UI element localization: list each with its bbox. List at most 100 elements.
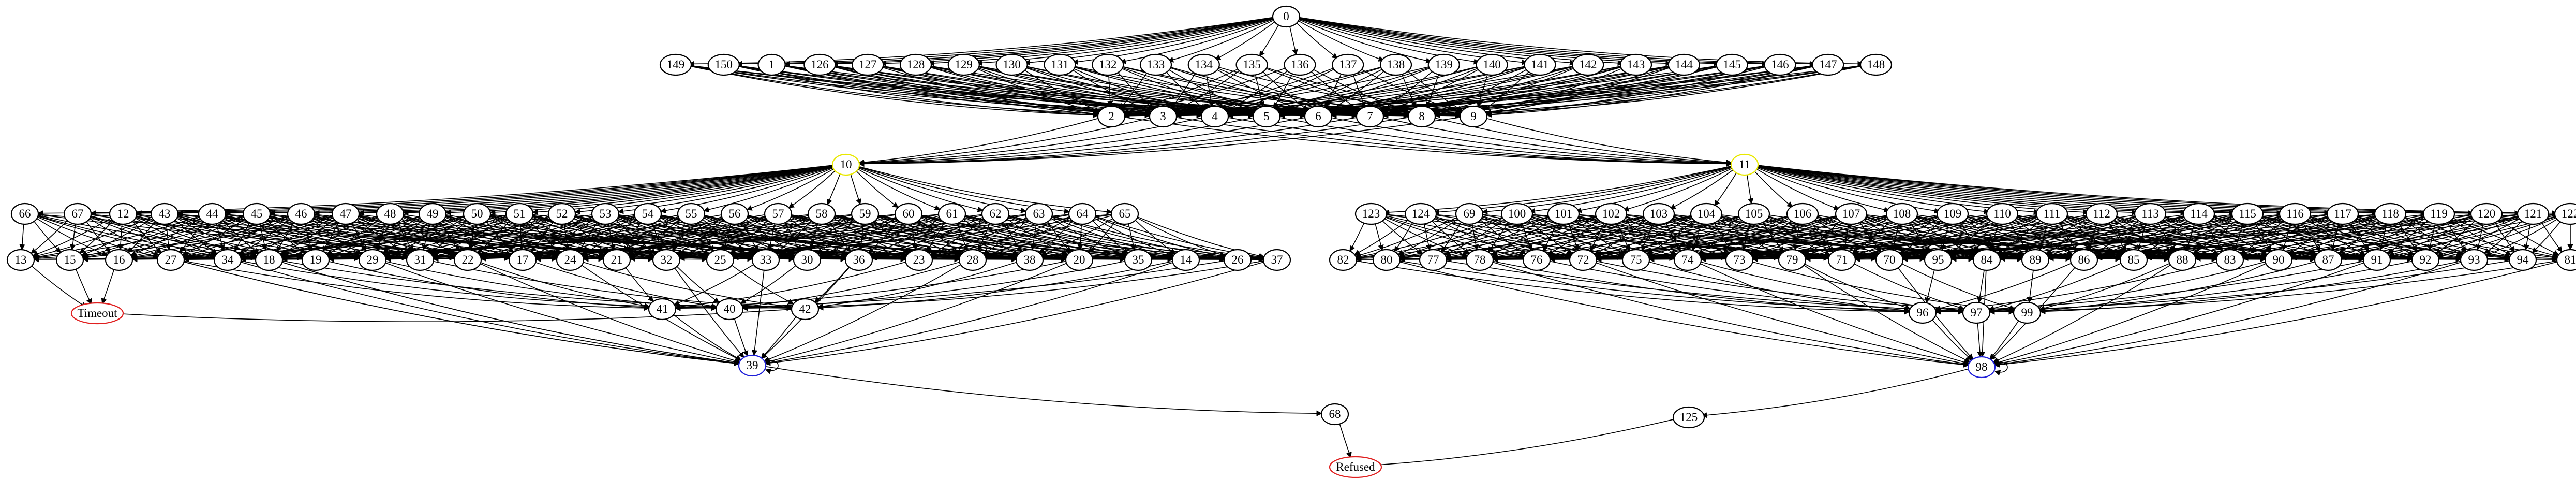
node-ellipse: [2362, 249, 2391, 271]
node-ellipse: [1875, 249, 1904, 271]
edge-4-10: [858, 117, 1202, 166]
node-label: 42: [799, 302, 811, 315]
edge-43-15: [81, 218, 153, 256]
node-label: 96: [1917, 306, 1929, 319]
edge-44-27: [179, 221, 204, 253]
node-ellipse: [1621, 249, 1650, 271]
edge-51-22: [477, 220, 510, 254]
edge-12-13: [32, 218, 112, 257]
node-ellipse: [1716, 53, 1748, 76]
node-label: 80: [1381, 253, 1393, 266]
graph-node-43: 43: [150, 202, 179, 225]
edge-116-88: [2194, 217, 2283, 257]
edge-133-2: [1119, 72, 1148, 109]
edge-101-77: [1445, 216, 1552, 258]
edge-103-74: [1665, 222, 1681, 252]
graph-node-139: 139: [1427, 53, 1460, 76]
graph-node-124: 124: [1404, 202, 1437, 225]
graph-node-128: 128: [899, 53, 932, 76]
graph-node-47: 47: [331, 202, 360, 225]
edge-109-79: [1804, 216, 1940, 259]
edge-37-39: [764, 262, 1264, 366]
node-ellipse: [331, 202, 360, 225]
edge-126-2: [832, 66, 1099, 118]
edge-48-17: [402, 216, 511, 258]
node-ellipse: [1223, 249, 1252, 271]
graph-node-27: 27: [156, 249, 185, 271]
graph-node-133: 133: [1139, 53, 1172, 76]
graph-node-146: 146: [1764, 53, 1796, 76]
edge-106-75: [1648, 216, 1790, 259]
edge-layer: [19, 17, 2573, 468]
edge-63-20: [1047, 221, 1071, 253]
node-ellipse: [1252, 105, 1281, 128]
node-label: 94: [2517, 253, 2529, 266]
graph-node-114: 114: [2182, 202, 2215, 225]
node-ellipse: [677, 202, 706, 225]
node-ellipse: [1332, 53, 1364, 76]
node-ellipse: [707, 53, 740, 76]
node-label: 99: [2021, 306, 2033, 319]
edge-74-98: [1700, 263, 1970, 365]
edge-124-82: [1353, 219, 1410, 255]
graph-node-137: 137: [1332, 53, 1364, 76]
edge-61-28: [957, 223, 969, 251]
edge-61-30: [819, 216, 940, 259]
graph-node-61: 61: [937, 202, 966, 225]
node-ellipse: [894, 202, 923, 225]
node-ellipse: [1015, 249, 1044, 271]
graph-node-78: 78: [1465, 249, 1494, 271]
graph-node-55: 55: [677, 202, 706, 225]
edge-27-41: [184, 260, 650, 311]
node-label: 65: [1119, 207, 1131, 220]
edge-18-39: [281, 262, 740, 366]
edge-44-34: [216, 223, 225, 251]
graph-node-101: 101: [1547, 202, 1580, 225]
node-label: 49: [427, 207, 439, 220]
edge-0-135: [1259, 24, 1279, 57]
node-ellipse: [831, 153, 860, 176]
graph-node-74: 74: [1673, 249, 1702, 271]
graph-node-52: 52: [547, 202, 576, 225]
node-label: 15: [64, 253, 76, 266]
node-ellipse: [751, 249, 780, 271]
graph-node-69: 69: [1455, 202, 1484, 225]
graph-node-117: 117: [2326, 202, 2359, 225]
node-label: 89: [2030, 253, 2042, 266]
edge-76-97: [1550, 260, 1964, 314]
node-ellipse: [904, 249, 933, 271]
node-label: 129: [955, 58, 973, 71]
node-ellipse: [2069, 249, 2098, 271]
edge-90-98: [1993, 263, 2267, 365]
graph-node-88: 88: [2168, 249, 2197, 271]
edge-57-32: [678, 217, 766, 257]
edge-10-59: [850, 174, 861, 205]
node-label: 79: [1786, 253, 1798, 266]
edge-113-86: [2094, 219, 2140, 255]
node-label: 45: [251, 207, 263, 220]
edge-106-72: [1595, 215, 1790, 260]
node-ellipse: [1924, 249, 1953, 271]
node-label: 100: [1508, 207, 1526, 220]
node-label: 74: [1682, 253, 1694, 266]
node-ellipse: [301, 249, 330, 271]
node-ellipse: [706, 249, 735, 271]
node-label: 117: [2334, 207, 2351, 220]
graph-node-119: 119: [2422, 202, 2455, 225]
graph-node-135: 135: [1235, 53, 1268, 76]
edge-104-76: [1548, 216, 1694, 259]
edge-97-98: [1977, 323, 1983, 358]
node-ellipse: [602, 249, 631, 271]
node-ellipse: [70, 302, 124, 325]
edge-56-23: [747, 216, 907, 260]
node-ellipse: [1065, 249, 1094, 271]
node-label: 116: [2286, 207, 2304, 220]
node-ellipse: [55, 249, 84, 271]
edge-49-18: [281, 216, 420, 259]
node-label: 126: [811, 58, 829, 71]
node-ellipse: [63, 202, 92, 225]
node-label: 133: [1147, 58, 1165, 71]
graph-node-46: 46: [287, 202, 316, 225]
